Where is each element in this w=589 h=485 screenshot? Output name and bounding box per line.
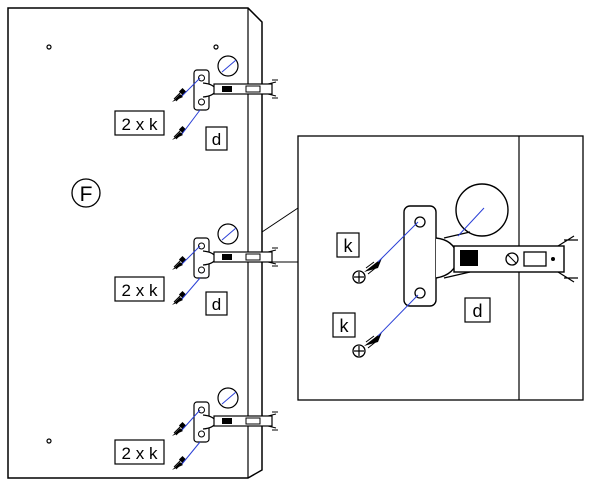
hinge-label-box — [205, 291, 228, 316]
screw-label-box — [336, 232, 360, 258]
panel-letter: F — [80, 183, 93, 206]
screw-head-icon — [352, 332, 382, 358]
hinge-label: d — [212, 295, 221, 314]
panel-letter-badge: F — [71, 178, 101, 208]
hinge-label: d — [212, 130, 221, 149]
screw-pair-label: 2 x k — [122, 281, 158, 300]
hinge-label: d — [472, 301, 482, 321]
screw-label: k — [344, 236, 354, 256]
hinge-label-box — [205, 126, 228, 151]
guide-lines-inset — [377, 207, 485, 337]
screw-label: k — [340, 316, 350, 336]
cabinet-door-panel — [7, 7, 263, 479]
cup-hinge-icon — [403, 183, 578, 307]
hinge-set-bottom: 2 x k — [114, 387, 279, 471]
hinge-set-top: 2 x k d — [114, 55, 279, 151]
detail-connector — [261, 207, 299, 263]
hinge-cup-hole-icon — [46, 44, 219, 444]
screw-head-icon — [352, 258, 382, 284]
screw-pair-label: 2 x k — [122, 115, 158, 134]
guide-lines — [181, 59, 237, 465]
screw-pair-label-box — [114, 110, 165, 136]
screw-pair-label-box — [114, 439, 165, 465]
hinge-set-middle: 2 x k d — [114, 223, 279, 316]
detail-inset: k k d — [297, 135, 584, 401]
screw-pair-label-box — [114, 276, 165, 302]
screw-label-box — [332, 312, 356, 338]
hinge-label-box — [464, 297, 491, 323]
screw-pair-label: 2 x k — [122, 444, 158, 463]
